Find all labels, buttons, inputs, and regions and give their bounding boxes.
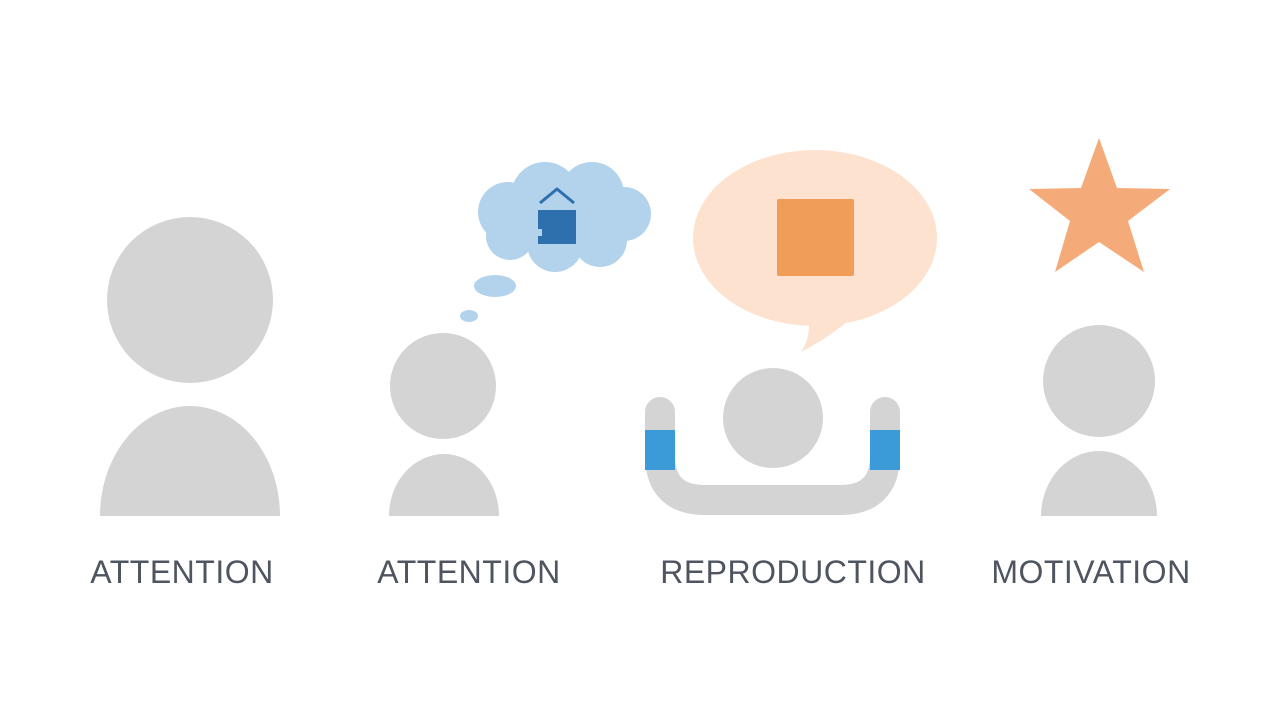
person-head xyxy=(723,368,823,468)
person-attention-learner xyxy=(389,333,499,516)
person-head xyxy=(107,217,273,383)
person-body xyxy=(389,454,499,516)
star-icon xyxy=(1029,138,1170,272)
person-body xyxy=(100,406,280,516)
person-body xyxy=(1041,451,1157,516)
stage-label-motivation: MOTIVATION xyxy=(991,554,1191,590)
raised-arms-icon xyxy=(645,397,900,515)
person-motivation xyxy=(1041,325,1157,516)
person-head xyxy=(390,333,496,439)
person-head xyxy=(1043,325,1155,437)
person-reproduction xyxy=(723,368,823,468)
stage-label-reproduction: REPRODUCTION xyxy=(660,554,926,590)
house-box-icon xyxy=(538,187,576,244)
stage-label-attention-1: ATTENTION xyxy=(90,554,274,590)
person-attention-model xyxy=(100,217,280,516)
stage-label-attention-2: ATTENTION xyxy=(377,554,561,590)
square-icon xyxy=(777,199,854,276)
